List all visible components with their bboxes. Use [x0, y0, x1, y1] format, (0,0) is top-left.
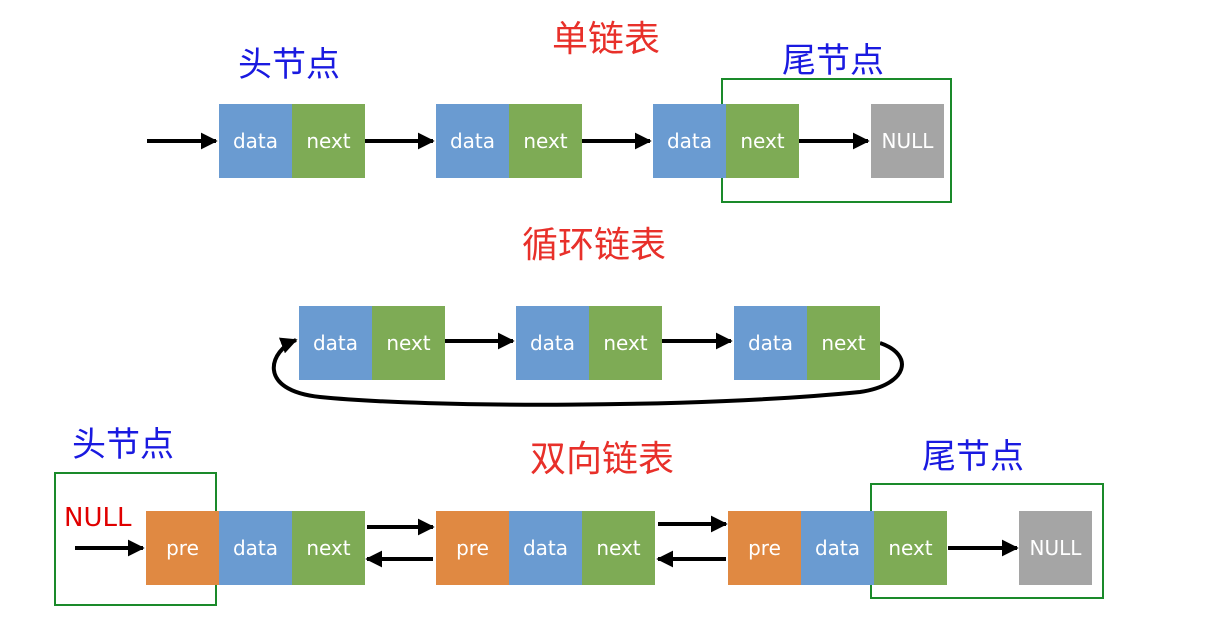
singly-null-box: NULL — [871, 104, 944, 178]
singly-node-2-next: next — [509, 104, 582, 178]
singly-title: 单链表 — [552, 19, 661, 60]
doubly-node-3-pre: pre — [728, 511, 801, 585]
circular-node-2-next: next — [589, 306, 662, 380]
doubly-tail-label: 尾节点 — [922, 437, 1024, 477]
circular-node-3-data: data — [734, 306, 807, 380]
doubly-node-2-pre: pre — [436, 511, 509, 585]
singly-node-3-next: next — [726, 104, 799, 178]
singly-head-label: 头节点 — [238, 45, 340, 85]
doubly-node-1-pre: pre — [146, 511, 219, 585]
doubly-node-3-next: next — [874, 511, 947, 585]
doubly-null-box: NULL — [1019, 511, 1092, 585]
circular-node-1-data: data — [299, 306, 372, 380]
circular-node-1-next: next — [372, 306, 445, 380]
doubly-node-1-next: next — [292, 511, 365, 585]
circular-node-3-next: next — [807, 306, 880, 380]
circular-node-2-data: data — [516, 306, 589, 380]
circular-return-arrow — [271, 337, 904, 407]
doubly-node-3-data: data — [801, 511, 874, 585]
doubly-title: 双向链表 — [530, 439, 675, 480]
doubly-head-null-label: NULL — [64, 503, 132, 533]
doubly-node-2-data: data — [509, 511, 582, 585]
singly-node-1-next: next — [292, 104, 365, 178]
doubly-node-2-next: next — [582, 511, 655, 585]
doubly-head-label: 头节点 — [72, 425, 174, 465]
doubly-node-1-data: data — [219, 511, 292, 585]
singly-node-2-data: data — [436, 104, 509, 178]
singly-node-3-data: data — [653, 104, 726, 178]
singly-tail-label: 尾节点 — [782, 41, 884, 81]
singly-node-1-data: data — [219, 104, 292, 178]
circular-title: 循环链表 — [522, 225, 667, 266]
